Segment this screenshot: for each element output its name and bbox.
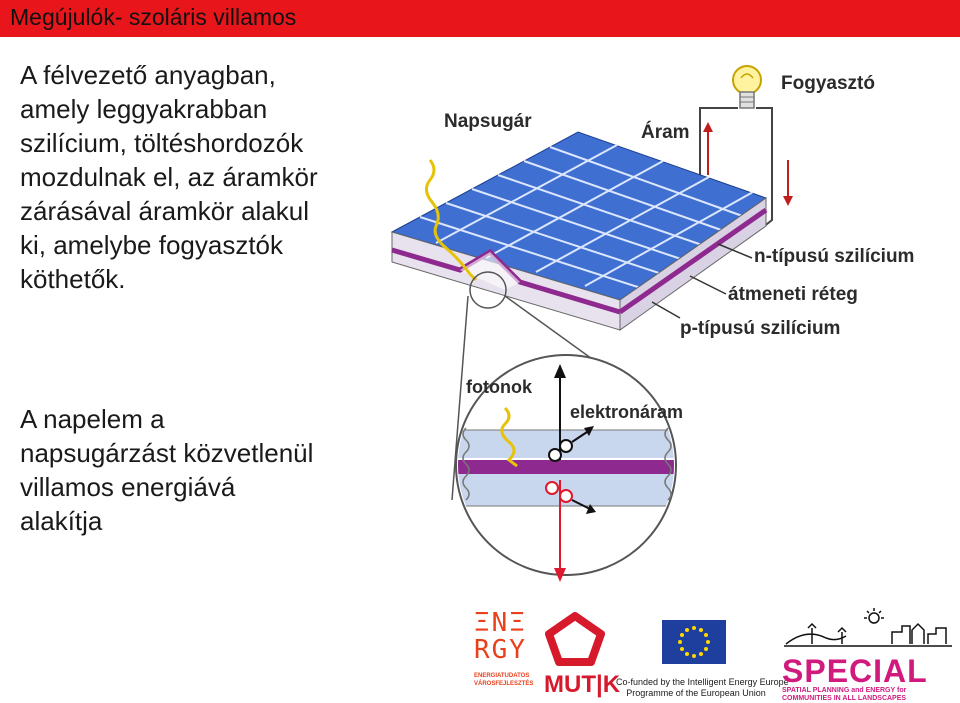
energy-logo-line2: RGY xyxy=(474,635,527,665)
special-logo-line2: COMMUNITIES IN ALL LANDSCAPES xyxy=(782,695,907,702)
energy-logo-sub2: VÁROSFEJLESZTÉS xyxy=(474,681,534,687)
paragraph-line: mozdulnak el, az áramkör xyxy=(20,162,318,192)
paragraph-line: A félvezető anyagban, xyxy=(20,60,276,90)
paragraph-line: alakítja xyxy=(20,506,103,536)
circuit-wire-left xyxy=(699,107,738,185)
paragraph-line: napsugárzást közvetlenül xyxy=(20,438,314,468)
mutk-emblem-icon xyxy=(545,612,605,666)
paragraph-semiconductor: A félvezető anyagban, amely leggyakrabba… xyxy=(20,58,400,296)
paragraph-line: villamos energiává xyxy=(20,472,236,502)
paragraph-line: zárásával áramkör alakul xyxy=(20,196,310,226)
current-arrow-down-head xyxy=(783,196,793,206)
paragraph-line: A napelem a xyxy=(20,404,165,434)
zoom-source-circle xyxy=(469,271,507,309)
lightbulb-icon xyxy=(732,65,762,109)
special-skyline-icon xyxy=(784,608,952,647)
magnified-view xyxy=(455,354,677,582)
label-fogyaszto: Fogyasztó xyxy=(781,73,875,94)
circuit-wire-right xyxy=(756,107,773,229)
pointer-p xyxy=(651,301,681,319)
pointer-n xyxy=(717,243,753,259)
mutk-logo-text: MUT|K xyxy=(544,671,621,698)
label-elektronaram: elektronáram xyxy=(570,402,683,422)
title-bar: Megújulók- szoláris villamos xyxy=(0,0,960,37)
paragraph-line: ki, amelybe fogyasztók xyxy=(20,230,284,260)
solar-panel xyxy=(390,131,768,331)
energy-logo-line1: ΞNΞ xyxy=(474,608,527,638)
zoom-line-left xyxy=(451,295,469,501)
eu-flag-icon xyxy=(662,620,726,664)
paragraph-line: amely leggyakrabban xyxy=(20,94,268,124)
sun-ray-icon xyxy=(425,159,478,282)
slide-title: Megújulók- szoláris villamos xyxy=(10,4,297,30)
eu-logo-line1: Co-funded by the Intelligent Energy Euro… xyxy=(616,677,789,687)
label-atmeneti: átmeneti réteg xyxy=(728,284,858,305)
photon-icon xyxy=(500,406,518,468)
label-n-tipusu: n-típusú szilícium xyxy=(754,246,914,267)
energy-logo-sub1: ENERGIATUDATOS xyxy=(474,673,530,679)
paragraph-solar-cell: A napelem a napsugárzást közvetlenül vil… xyxy=(20,402,400,538)
electron-icon xyxy=(548,426,594,462)
label-aram: Áram xyxy=(641,121,690,143)
label-p-tipusu: p-típusú szilícium xyxy=(680,318,840,339)
solar-cell-diagram: Napsugár Áram Fogyasztó n-típusú szilíci… xyxy=(390,65,914,582)
special-logo-line1: SPATIAL PLANNING and ENERGY for xyxy=(782,687,907,694)
paragraph-line: köthetők. xyxy=(20,264,126,294)
special-logo: SPECIAL SPATIAL PLANNING and ENERGY for … xyxy=(782,606,954,702)
energy-logo: ΞNΞ RGY ENERGIATUDATOS VÁROSFEJLESZTÉS xyxy=(474,610,540,698)
special-logo-title: SPECIAL xyxy=(782,653,928,689)
current-arrow-up-head xyxy=(703,122,713,132)
eu-logo-line2: Programme of the European Union xyxy=(626,688,766,698)
label-napsugar: Napsugár xyxy=(444,111,532,132)
hole-icon xyxy=(545,481,596,514)
pointer-junction xyxy=(689,275,727,295)
label-fotonok: fotonok xyxy=(466,377,533,397)
mutk-logo: MUT|K xyxy=(544,612,621,698)
eu-cofunding-logo: Co-funded by the Intelligent Energy Euro… xyxy=(616,620,789,698)
paragraph-line: szilícium, töltéshordozók xyxy=(20,128,304,158)
